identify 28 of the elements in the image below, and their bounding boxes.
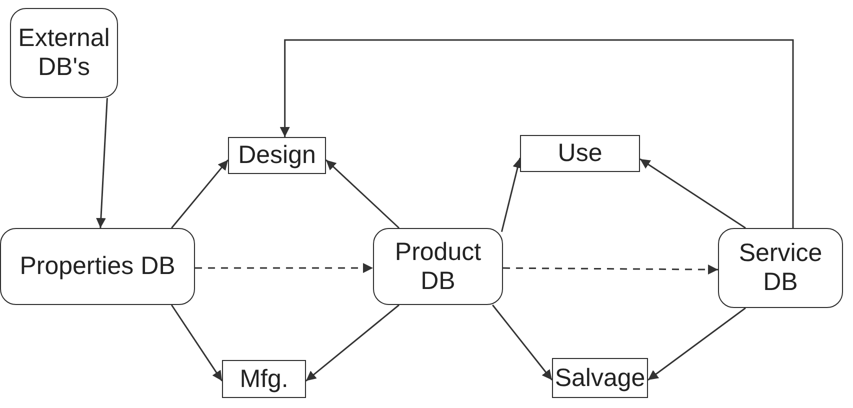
database-box [10, 8, 118, 98]
node-label: External DB's [18, 24, 110, 82]
database-box [718, 228, 843, 308]
arrow [171, 159, 229, 228]
arrow [503, 264, 718, 275]
arrow [648, 307, 746, 381]
database-box [0, 228, 195, 305]
node-label: Mfg. [240, 364, 288, 394]
process-box [520, 135, 640, 172]
arrow [195, 263, 373, 274]
process-box [228, 137, 326, 174]
arrow [325, 159, 400, 229]
node-label: Properties DB [20, 252, 176, 281]
process-box [552, 358, 648, 398]
process-box [222, 360, 306, 398]
arrow [170, 304, 223, 382]
node-label: Salvage [554, 364, 646, 392]
arrow [96, 98, 108, 228]
arrow [500, 158, 522, 232]
node-label: Product DB [394, 238, 482, 296]
node-label: Use [558, 139, 602, 168]
database-box [373, 228, 503, 305]
node-label: Design [238, 141, 316, 170]
arrow [280, 39, 794, 228]
node-label: Service DB [738, 239, 824, 297]
arrow [306, 304, 400, 382]
arrow [492, 304, 553, 380]
arrow [640, 158, 746, 229]
